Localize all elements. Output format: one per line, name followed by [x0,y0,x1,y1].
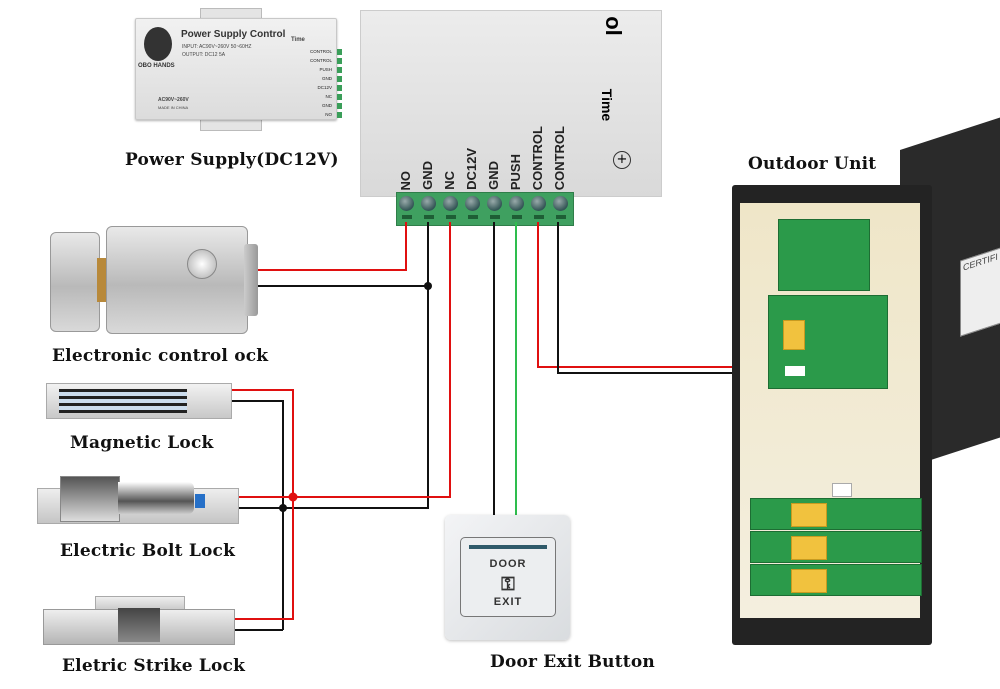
main-relay [783,320,805,350]
label-strike-lock: Eletric Strike Lock [62,656,246,676]
electric-strike-lock [43,608,235,645]
hand-logo-icon [144,27,172,61]
wire-mag-black [230,400,284,630]
wire-gnd-black [255,222,429,287]
terminal-slot [556,215,566,219]
terminal-slot [490,215,500,219]
button-pcb-3 [750,564,922,596]
small-terminal-label: DC12V [317,85,332,90]
lock-side-cap [244,244,258,316]
time-label: Time [291,37,305,43]
wire-no-red [255,222,407,271]
indicator-bar [469,545,547,549]
relay-3 [791,569,827,593]
button-pcb-2 [750,531,922,563]
bolt-lock-housing [60,476,120,522]
key-icon: ⚿ [501,574,515,594]
terminal-slot [468,215,478,219]
input-rating: INPUT: AC90V~260V 50~60HZ [182,44,252,50]
output-rating: OUTPUT: DC12 5A [182,52,226,58]
terminal-screw[interactable] [553,196,568,211]
terminal-block [396,192,574,226]
small-terminal-screw [337,76,342,82]
junction-red [288,492,298,502]
small-terminal-label: GND [322,103,332,108]
wire-control-black [557,222,780,374]
label-outdoor-unit: Outdoor Unit [748,154,877,174]
power-supply-unit-large: ol Time + [360,10,662,197]
door-exit-face[interactable]: DOOR ⚿ EXIT [460,537,556,617]
terminal-slot [424,215,434,219]
small-terminal-screw [337,112,342,118]
label-electronic-lock: Electronic control ock [52,346,269,366]
label-power-supply: Power Supply(DC12V) [125,150,339,170]
terminal-screw[interactable] [487,196,502,211]
made-in: MADE IN CHINA [158,105,189,110]
wire-connector [785,366,805,376]
small-terminal-screw [337,67,342,73]
ribbon-connector [832,483,852,497]
terminal-slot [512,215,522,219]
time-adjust-icon[interactable]: + [613,151,631,169]
lock-button-icon [187,249,217,279]
camera-pcb [778,219,870,291]
terminal-slot [402,215,412,219]
junction-gnd [424,282,432,290]
bolt-lock-cylinder [118,482,194,514]
small-terminal-screw [337,49,342,55]
outdoor-unit [732,185,932,645]
button-pcb-1 [750,498,922,530]
brand-label: OBO HANDS [138,63,175,69]
outdoor-unit-interior [740,203,922,618]
label-magnetic-lock: Magnetic Lock [70,433,214,453]
power-supply-unit-small: OBO HANDS Power Supply Control INPUT: AC… [135,18,342,120]
door-text: DOOR [489,558,527,570]
lock-strike-plate [50,232,100,332]
small-terminal-screw [337,103,342,109]
bolt-lock-terminal [195,494,205,508]
terminal-screw[interactable] [465,196,480,211]
terminal-slot [446,215,456,219]
label-door-exit: Door Exit Button [490,652,655,672]
small-terminal-screw [337,58,342,64]
wire-gnd-down [285,286,429,509]
magnetic-lock [46,383,232,419]
small-terminal-label: PUSH [319,67,332,72]
device-title: Power Supply Control [181,29,286,40]
wire-control-red [537,222,780,368]
magnet-core [59,389,187,413]
terminal-screw[interactable] [421,196,436,211]
wire-nc-red [293,222,451,498]
ac-rating: AC90V~260V [158,97,189,103]
label-bolt-lock: Electric Bolt Lock [60,541,236,561]
electronic-control-lock [106,226,248,334]
small-terminal-label: NC [325,94,333,99]
main-pcb [768,295,888,389]
exit-text: EXIT [493,596,523,608]
relay-2 [791,536,827,560]
strike-keeper [118,608,160,642]
small-terminal-label: NO [325,112,332,117]
terminal-slot [534,215,544,219]
terminal-screw[interactable] [443,196,458,211]
junction-black [279,504,287,512]
small-terminal-label: CONTROL [309,58,332,63]
small-terminal-label: CONTROL [309,49,332,54]
terminal-screw[interactable] [531,196,546,211]
small-terminal-label: GND [322,76,332,81]
terminal-screw[interactable] [399,196,414,211]
small-terminal-screw [337,85,342,91]
small-terminal-screw [337,94,342,100]
terminal-screw[interactable] [509,196,524,211]
door-exit-button[interactable]: DOOR ⚿ EXIT [445,515,570,640]
relay-1 [791,503,827,527]
